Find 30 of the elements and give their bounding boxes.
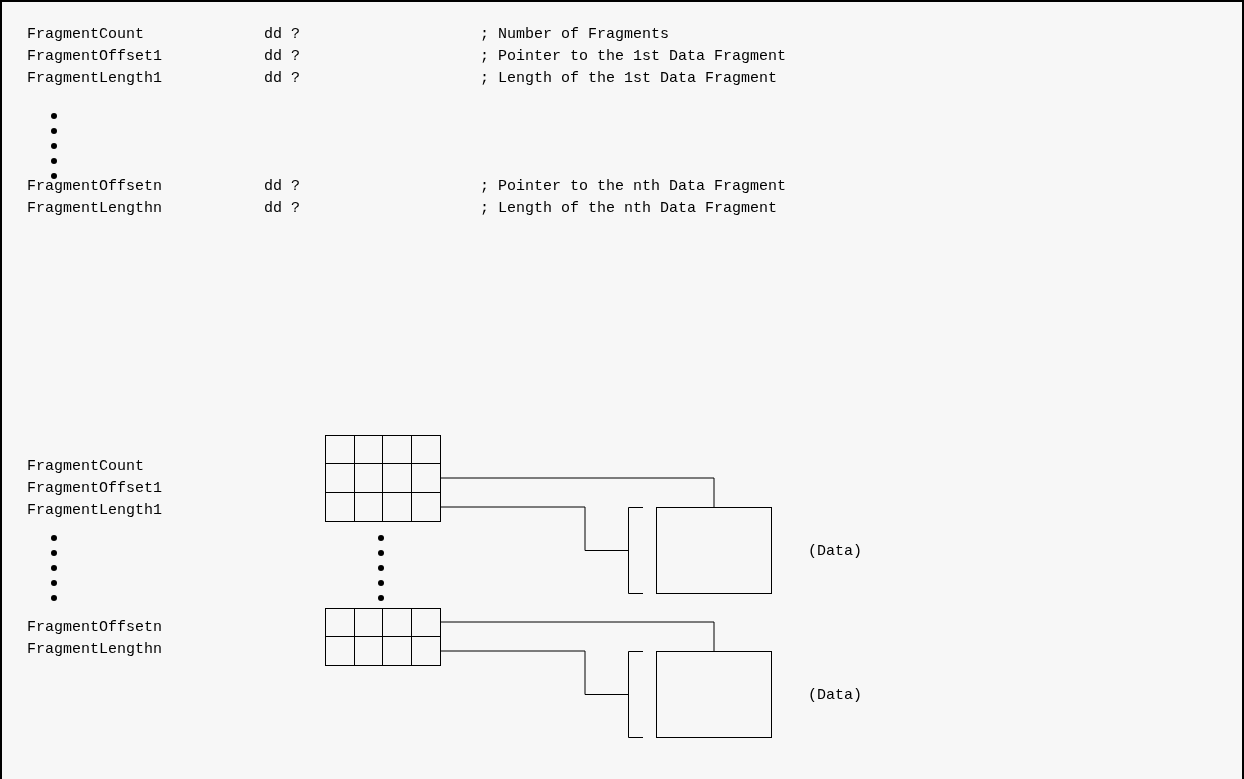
connector-line (440, 506, 629, 551)
data-label: (Data) (808, 687, 862, 703)
field-name: FragmentCount (27, 27, 145, 42)
field-name: FragmentLengthn (27, 201, 163, 216)
field-name: FragmentLengthn (27, 642, 163, 657)
directive: dd ? (264, 71, 300, 86)
field-name: FragmentOffsetn (27, 620, 163, 635)
data-label: (Data) (808, 543, 862, 559)
connector-line (440, 621, 715, 652)
connector-line (440, 477, 715, 508)
comment: ; Number of Fragments (480, 27, 670, 42)
comment: ; Pointer to the 1st Data Fragment (480, 49, 787, 64)
connector-line (440, 650, 629, 695)
register-table (325, 608, 441, 666)
field-name: FragmentOffsetn (27, 179, 163, 194)
directive: dd ? (264, 27, 300, 42)
bracket (628, 651, 643, 738)
field-name: FragmentOffset1 (27, 481, 163, 496)
comment: ; Length of the 1st Data Fragment (480, 71, 778, 86)
comment: ; Pointer to the nth Data Fragment (480, 179, 787, 194)
field-name: FragmentOffset1 (27, 49, 163, 64)
directive: dd ? (264, 201, 300, 216)
directive: dd ? (264, 49, 300, 64)
comment: ; Length of the nth Data Fragment (480, 201, 778, 216)
register-table (325, 435, 441, 522)
field-name: FragmentCount (27, 459, 145, 474)
directive: dd ? (264, 179, 300, 194)
field-name: FragmentLength1 (27, 503, 163, 518)
field-name: FragmentLength1 (27, 71, 163, 86)
bracket (628, 507, 643, 594)
